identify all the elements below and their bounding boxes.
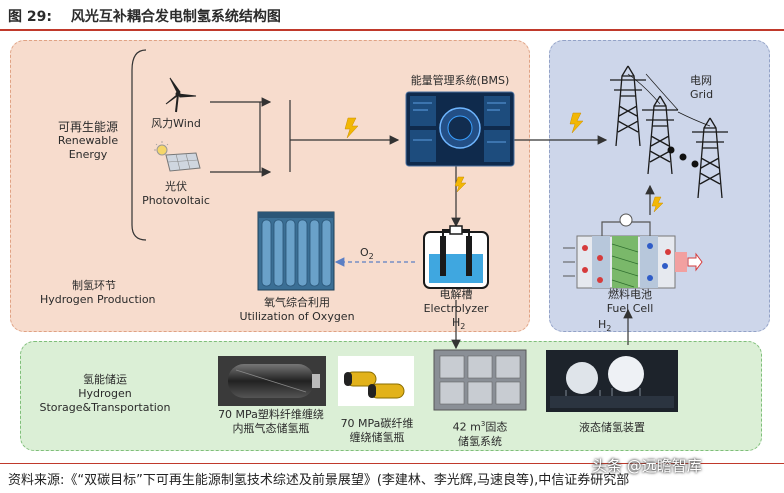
storage-item-line1: 70 MPa塑料纤维缠绕 [218,408,324,421]
storage-item-line1a: 42 m [452,420,481,434]
bms-dashboard-image [405,91,515,167]
oxygen-cylinder-rack-image [257,211,335,291]
solid-state-storage-image [433,349,527,411]
plastic-fiber-tank-image [218,356,326,406]
solar-zh: 光伏 [165,180,187,193]
production-zh: 制氢环节 [72,279,116,292]
solar-connector [210,140,261,173]
storage-item-line1: 70 MPa碳纤维 [340,417,414,430]
source-note: 资料来源:《“双碳目标”下可再生能源制氢技术综述及前景展望》(李建林、李光辉,马… [8,473,630,488]
oxygen-en: Utilization of Oxygen [239,310,355,323]
h2-right-sub: 2 [606,324,612,334]
storage-zh: 氢能储运 [83,373,127,386]
footer-rule [0,463,784,464]
carbon-fiber-tank-image [338,356,414,406]
electrolyzer-en: Electrolyzer [423,302,489,315]
oxygen-gas: O [360,246,369,259]
fuel-cell-zh: 燃料电池 [608,288,652,301]
storage-item-line2: 缠绕储氢瓶 [349,431,405,444]
figure-title-text: 风光互补耦合发电制氢系统结构图 [70,9,281,25]
watermark: 头条 @远瞻智库 [592,457,702,475]
h2-left-label: H2 [452,316,465,334]
storage-en2: Storage&Transportation [39,401,171,414]
grid-label: 电网 Grid [690,74,713,102]
figure-header: 图 29: 风光互补耦合发电制氢系统结构图 [0,0,784,30]
electrolyzer-icon [423,225,489,289]
lightning-icon [344,117,359,139]
renewable-bracket [131,49,147,241]
ellipsis-dots [667,146,699,168]
solar-en: Photovoltaic [142,194,210,207]
h2-right-gas: H [598,318,607,331]
storage-item-carbon-label: 70 MPa碳纤维 缠绕储氢瓶 [334,417,420,445]
storage-en1: Hydrogen [78,387,132,400]
wind-connector [210,101,261,140]
renewable-en1: Renewable [57,134,119,147]
storage-item-liquid-label: 液态储氢装置 [579,421,645,434]
grid-zh: 电网 [690,74,712,87]
oxygen-zh: 氧气综合利用 [264,296,330,309]
h2-right-label: H2 [598,318,611,336]
figure-number: 图 29: [8,9,52,25]
wind-turbine-icon [165,77,197,113]
storage-transport-label: 氢能储运 Hydrogen Storage&Transportation [30,373,180,415]
renewable-energy-label: 可再生能源 Renewable Energy [40,120,136,162]
production-en: Hydrogen Production [40,293,156,306]
electrolyzer-zh: 电解槽 [439,288,473,301]
renewable-zh: 可再生能源 [57,120,118,134]
lightning-icon [651,196,664,213]
oxygen-gas-label: O2 [360,246,374,264]
electrolyzer-label: 电解槽 Electrolyzer [410,288,502,316]
renewable-en2: Energy [68,148,108,161]
fuel-cell-label: 燃料电池 Fuel Cell [590,288,670,316]
storage-item-sup: 3 [480,420,486,428]
storage-item-solid-label: 42 m3固态 储氢系统 [436,417,524,449]
figure-title: 图 29: 风光互补耦合发电制氢系统结构图 [8,6,281,26]
liquid-storage-image [546,350,678,412]
wind-label: 风力Wind [151,117,201,130]
lightning-icon [569,112,584,134]
oxygen-gas-sub: 2 [368,252,374,262]
bms-label: 能量管理系统(BMS) [410,74,510,87]
h2-left-gas: H [452,316,461,329]
header-rule [0,29,784,31]
h2-left-sub: 2 [460,322,466,332]
oxygen-utilization-label: 氧气综合利用 Utilization of Oxygen [232,296,362,324]
grid-en: Grid [690,88,714,101]
storage-item-line1b: 固态 [485,420,508,434]
fuel-cell-image [563,213,703,289]
storage-item-line2: 储氢系统 [458,434,502,448]
storage-item-line2: 内瓶气态储氢瓶 [232,422,310,435]
hydrogen-production-label: 制氢环节 Hydrogen Production [40,279,156,307]
transmission-tower-icons [610,65,728,199]
lightning-icon [454,176,467,193]
solar-panel-icon [154,141,201,172]
solar-label: 光伏 Photovoltaic [140,180,212,208]
storage-item-plastic-label: 70 MPa塑料纤维缠绕 内瓶气态储氢瓶 [206,408,336,436]
fuel-cell-en: Fuel Cell [606,302,654,315]
